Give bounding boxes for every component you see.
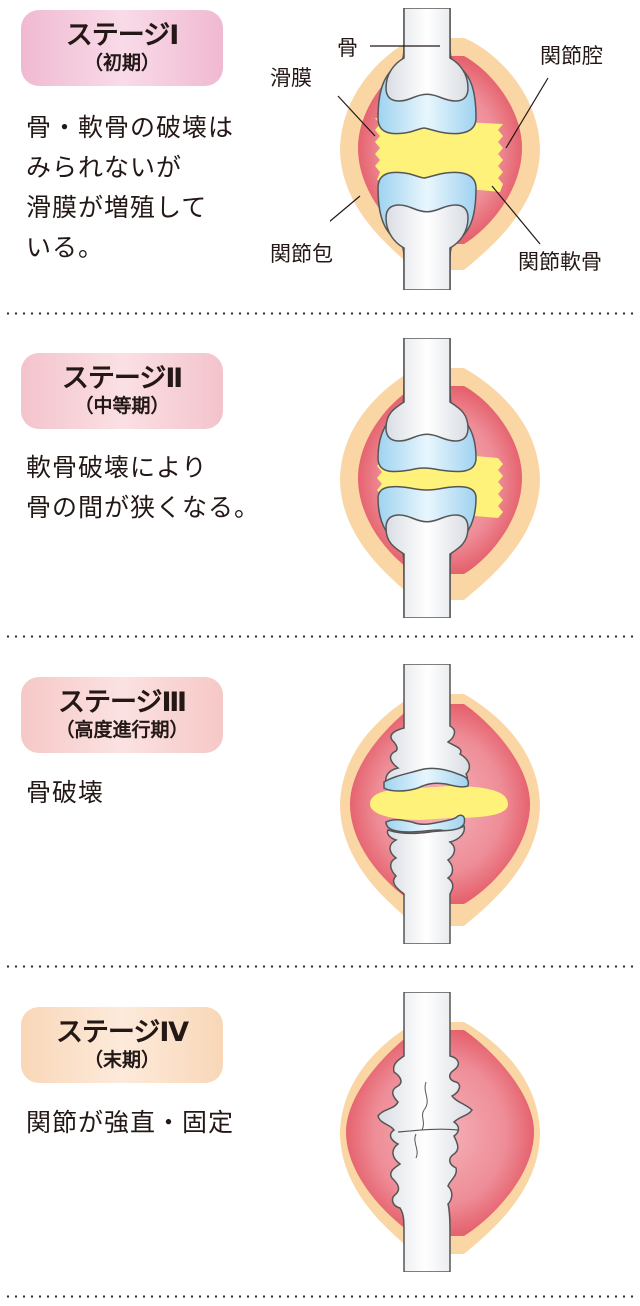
joint-diagram-stage-3 (340, 664, 540, 944)
joint-diagram-stage-2 (340, 338, 540, 618)
stage-1-badge: ステージⅠ （初期） (21, 10, 223, 86)
stage-1-subtitle: （初期） (83, 52, 160, 74)
stage-4-title: ステージⅣ (55, 1017, 189, 1048)
label-joint-cavity: 関節腔 (540, 44, 603, 68)
stage-4-badge: ステージⅣ （末期） (21, 1007, 223, 1083)
stage-3-badge: ステージⅢ （高度進行期） (21, 677, 223, 753)
label-articular-cartilage: 関節軟骨 (518, 250, 602, 274)
joint-diagram-stage-1 (330, 8, 549, 290)
joint-diagram-stage-4 (340, 992, 540, 1272)
stage-1-section: ステージⅠ （初期） 骨・軟骨の破壊は みられないが 滑膜が増殖して いる。 骨… (0, 0, 640, 310)
section-divider (4, 965, 638, 968)
label-joint-capsule: 関節包 (270, 242, 333, 266)
stage-1-title: ステージⅠ (65, 20, 180, 51)
stage-2-description: 軟骨破壊により 骨の間が狭くなる。 (26, 453, 261, 522)
stage-4-description: 関節が強直・固定 (26, 1108, 235, 1137)
stage-4-subtitle: （末期） (83, 1049, 160, 1071)
stage-4-section: ステージⅣ （末期） 関節が強直・固定 (0, 970, 640, 1290)
stage-3-subtitle: （高度進行期） (55, 719, 189, 741)
label-synovium: 滑膜 (270, 66, 312, 90)
section-divider (4, 312, 638, 315)
section-divider (4, 1295, 638, 1298)
stage-1-description: 骨・軟骨の破壊は みられないが 滑膜が増殖して いる。 (26, 113, 235, 262)
stage-3-section: ステージⅢ （高度進行期） 骨破壊 (0, 640, 640, 960)
stage-3-title: ステージⅢ (58, 687, 187, 718)
stage-2-badge: ステージⅡ （中等期） (21, 353, 223, 429)
stage-2-title: ステージⅡ (61, 363, 183, 394)
label-bone: 骨 (337, 36, 358, 60)
stage-3-description: 骨破壊 (26, 778, 105, 807)
stage-2-section: ステージⅡ （中等期） 軟骨破壊により 骨の間が狭くなる。 (0, 320, 640, 630)
stage-2-subtitle: （中等期） (74, 395, 170, 417)
section-divider (4, 635, 638, 638)
